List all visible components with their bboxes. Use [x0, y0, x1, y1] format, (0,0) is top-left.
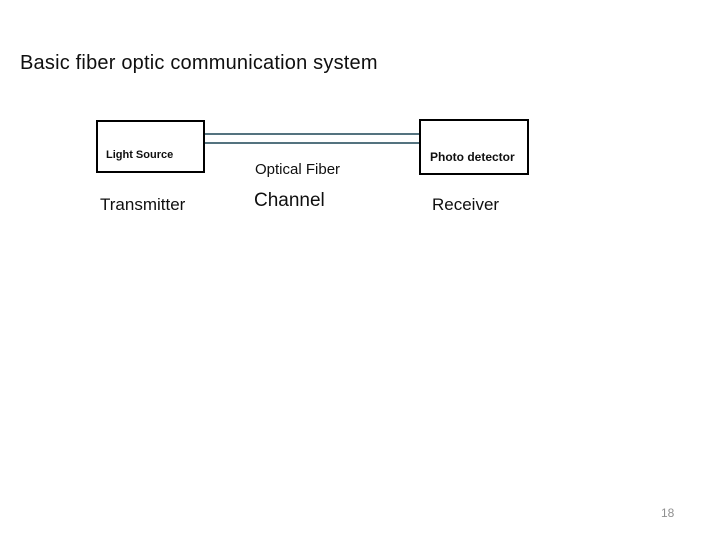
fiber-line-bottom	[205, 142, 419, 144]
optical-fiber-label: Optical Fiber	[255, 161, 341, 178]
slide-title: Basic fiber optic communication system	[20, 52, 378, 74]
photo-detector-box: Photo detector	[419, 119, 529, 175]
transmitter-caption: Transmitter	[100, 195, 186, 214]
light-source-label: Light Source	[106, 149, 174, 161]
channel-caption: Channel	[254, 190, 325, 211]
fiber-line-top	[205, 133, 419, 135]
photo-detector-label: Photo detector	[430, 150, 515, 164]
light-source-box: Light Source	[96, 120, 205, 173]
page-number: 18	[661, 506, 675, 520]
receiver-caption: Receiver	[432, 195, 500, 214]
